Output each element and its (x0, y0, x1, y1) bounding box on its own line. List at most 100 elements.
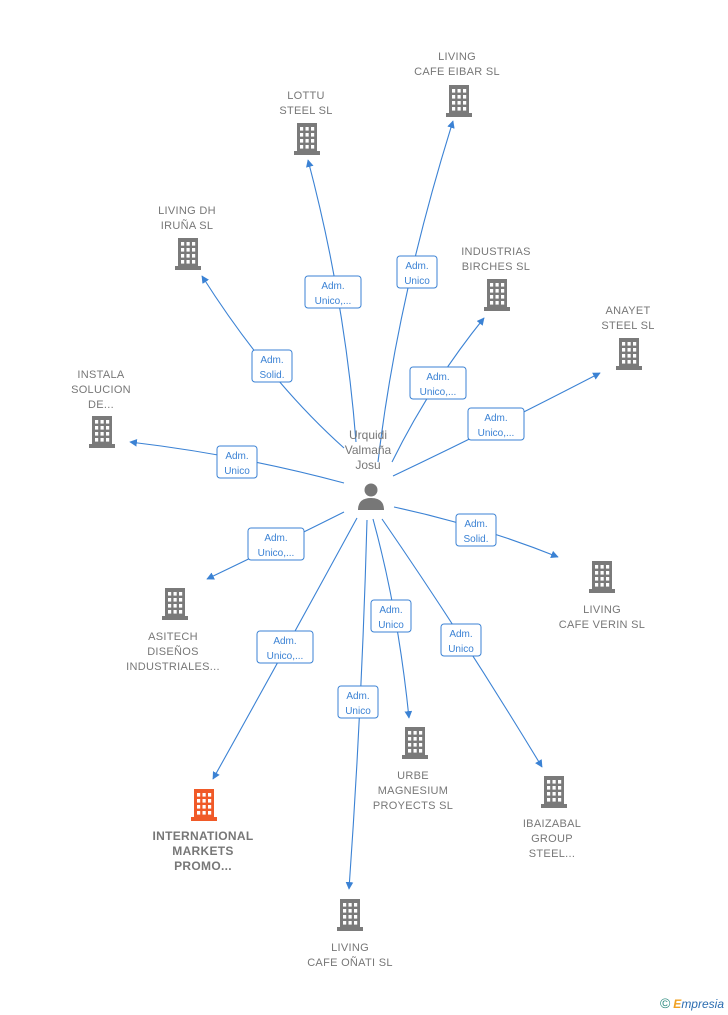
brand-footer: ©Empresia (660, 995, 724, 1011)
company-label-instala-solucion[interactable]: INSTALA SOLUCION DE... (71, 369, 131, 411)
company-name-line: LIVING DH (158, 205, 216, 217)
role-badge-line: Adm. (260, 355, 283, 366)
building-icon[interactable] (541, 776, 567, 808)
role-badge[interactable]: Adm. Unico (396, 255, 438, 289)
company-label-anayet-steel[interactable]: ANAYET STEEL SL (601, 305, 654, 332)
company-name-line: ANAYET (606, 305, 651, 317)
role-badge[interactable]: Adm. Unico,... (409, 366, 467, 400)
role-badge-line: Adm. (264, 533, 287, 544)
role-badge-line: Unico (378, 620, 404, 631)
building-icon[interactable] (402, 727, 428, 759)
company-name-line: INDUSTRIAS (461, 246, 531, 258)
role-badge[interactable]: Adm. Unico (337, 685, 379, 719)
building-icon[interactable] (162, 588, 188, 620)
role-badge-line: Adm. (225, 451, 248, 462)
company-name-line: MAGNESIUM (378, 785, 449, 797)
company-name-line: INTERNATIONAL (152, 829, 253, 843)
company-label-living-dh-iruna[interactable]: LIVING DH IRUÑA SL (158, 205, 216, 232)
company-label-living-cafe-onati[interactable]: LIVING CAFE OÑATI SL (307, 942, 393, 969)
highlighted-building-icon[interactable] (191, 789, 217, 821)
company-name-line: INSTALA (77, 369, 124, 381)
role-badge[interactable]: Adm. Unico,... (467, 407, 525, 441)
role-badge-line: Unico,... (315, 296, 352, 307)
company-name-line: PROYECTS SL (373, 800, 453, 812)
building-icon[interactable] (89, 416, 115, 448)
role-badge-line: Adm. (449, 629, 472, 640)
company-name-line: LIVING (331, 942, 369, 954)
role-badge-line: Adm. (346, 691, 369, 702)
role-badge[interactable]: Adm. Solid. (455, 513, 497, 547)
company-label-living-cafe-eibar[interactable]: LIVING CAFE EIBAR SL (414, 51, 500, 78)
brand-logo-text: mpresia (681, 997, 724, 1011)
company-label-international-markets[interactable]: INTERNATIONALMARKETSPROMO... (152, 829, 253, 873)
role-badge[interactable]: Adm. Unico (440, 623, 482, 657)
role-badge-line: Adm. (405, 261, 428, 272)
company-name-line: MARKETS (172, 844, 233, 858)
company-name-line: CAFE EIBAR SL (414, 66, 500, 78)
role-badge[interactable]: Adm. Solid. (251, 349, 293, 383)
building-icon[interactable] (589, 561, 615, 593)
building-icon[interactable] (294, 123, 320, 155)
company-name-line: LIVING (583, 604, 621, 616)
company-name-line: IBAIZABAL (523, 818, 581, 830)
person-name-line: Valmaña (345, 443, 392, 457)
building-icon[interactable] (616, 338, 642, 370)
company-name-line: STEEL... (529, 848, 575, 860)
role-badge-line: Adm. (484, 413, 507, 424)
role-badge-line: Unico,... (420, 387, 457, 398)
role-badge-line: Unico,... (478, 428, 515, 439)
company-label-urbe-magnesium[interactable]: URBE MAGNESIUM PROYECTS SL (373, 770, 453, 812)
building-icon[interactable] (337, 899, 363, 931)
company-name-line: CAFE VERIN SL (559, 619, 645, 631)
company-label-living-cafe-verin[interactable]: LIVING CAFE VERIN SL (559, 604, 645, 631)
company-name-line: STEEL SL (279, 105, 332, 117)
company-name-line: DE... (88, 399, 114, 411)
company-name-line: URBE (397, 770, 429, 782)
building-icon[interactable] (175, 238, 201, 270)
company-name-line: ASITECH (148, 631, 198, 643)
role-badge[interactable]: Adm. Unico (370, 599, 412, 633)
role-badge-line: Adm. (426, 372, 449, 383)
role-badge-line: Adm. (273, 636, 296, 647)
role-badge-line: Adm. (464, 519, 487, 530)
company-label-lottu-steel[interactable]: LOTTU STEEL SL (279, 90, 332, 117)
role-badge-line: Solid. (259, 370, 284, 381)
role-badge[interactable]: Adm. Unico,... (304, 275, 362, 309)
company-label-ibaizabal-group[interactable]: IBAIZABAL GROUP STEEL... (523, 818, 581, 860)
company-name-line: INDUSTRIALES... (126, 661, 220, 673)
role-badge-line: Unico,... (267, 651, 304, 662)
role-badge-line: Unico (448, 644, 474, 655)
company-name-line: STEEL SL (601, 320, 654, 332)
company-name-line: CAFE OÑATI SL (307, 956, 393, 969)
role-badge-line: Unico,... (258, 548, 295, 559)
role-badge[interactable]: Adm. Unico (216, 445, 258, 479)
company-name-line: SOLUCION (71, 384, 131, 396)
company-label-industrias-birches[interactable]: INDUSTRIAS BIRCHES SL (461, 246, 531, 273)
company-name-line: LIVING (438, 51, 476, 63)
copyright-icon: © (659, 995, 671, 1011)
brand-logo-initial: E (673, 997, 682, 1011)
company-label-asitech[interactable]: ASITECH DISEÑOS INDUSTRIALES... (126, 631, 220, 673)
company-name-line: DISEÑOS (147, 645, 199, 658)
company-name-line: PROMO... (174, 859, 232, 873)
role-badge[interactable]: Adm. Unico,... (256, 630, 314, 664)
role-badge-line: Adm. (321, 281, 344, 292)
role-badge-line: Adm. (379, 605, 402, 616)
company-name-line: GROUP (531, 833, 573, 845)
role-badge-line: Solid. (463, 534, 488, 545)
company-name-line: IRUÑA SL (161, 219, 214, 232)
role-badge-line: Unico (404, 276, 430, 287)
role-badge-line: Unico (345, 706, 371, 717)
person-name-line: Urquidi (349, 428, 387, 442)
company-name-line: LOTTU (287, 90, 325, 102)
company-name-line: BIRCHES SL (462, 261, 530, 273)
building-icon[interactable] (446, 85, 472, 117)
role-badge[interactable]: Adm. Unico,... (247, 527, 305, 561)
person-name-line: Josu (355, 458, 380, 472)
building-icon[interactable] (484, 279, 510, 311)
person-icon (358, 483, 384, 510)
edge-living-cafe-eibar (377, 120, 455, 463)
role-badge-line: Unico (224, 466, 250, 477)
